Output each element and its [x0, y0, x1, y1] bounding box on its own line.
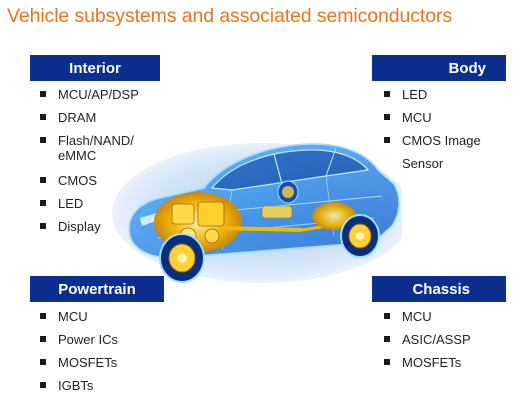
interior-list: MCU/AP/DSP DRAM Flash/NAND/ eMMC CMOS LE…	[38, 87, 168, 242]
bullet-icon	[40, 382, 46, 388]
list-item: CMOS Image	[382, 133, 512, 156]
list-item: MCU	[382, 110, 512, 133]
list-item-label: DRAM	[58, 110, 97, 125]
chassis-header-label: Chassis	[412, 280, 470, 298]
list-item-label: Power ICs	[58, 332, 118, 347]
bullet-icon	[384, 114, 390, 120]
body-header: Body	[372, 55, 506, 81]
list-item: MCU	[382, 309, 512, 332]
body-header-label: Body	[448, 59, 487, 77]
rear-wheel-far-icon	[277, 180, 299, 204]
list-item: IGBTs	[38, 378, 168, 401]
chassis-header: Chassis	[372, 276, 506, 302]
bullet-icon	[40, 359, 46, 365]
interior-header-label: Interior	[69, 59, 121, 77]
bullet-icon	[40, 137, 46, 143]
list-item-label: LED	[402, 87, 428, 102]
chassis-list: MCU ASIC/ASSP MOSFETs	[382, 309, 512, 378]
list-item-label: MCU	[402, 110, 432, 125]
powertrain-header: Powertrain	[30, 276, 164, 302]
interior-header: Interior	[30, 55, 160, 81]
list-item: ASIC/ASSP	[382, 332, 512, 355]
list-item: MCU/AP/DSP	[38, 87, 168, 110]
list-item: MOSFETs	[38, 355, 168, 378]
list-item-label: MCU	[58, 309, 88, 324]
body-list: LED MCU CMOS Image Sensor	[382, 87, 512, 179]
list-item-label: LED	[58, 196, 84, 211]
list-item: DRAM	[38, 110, 168, 133]
bullet-icon	[40, 313, 46, 319]
list-item-label: ASIC/ASSP	[402, 332, 471, 347]
rear-wheel-icon	[340, 214, 380, 258]
powertrain-list: MCU Power ICs MOSFETs IGBTs	[38, 309, 168, 401]
bullet-icon	[40, 200, 46, 206]
bullet-icon	[40, 114, 46, 120]
list-item-label: MOSFETs	[58, 355, 118, 370]
powertrain-header-label: Powertrain	[58, 280, 136, 298]
list-item-label: Flash/NAND/ eMMC	[58, 133, 134, 163]
list-item: LED	[38, 196, 168, 219]
list-item: Sensor	[382, 156, 512, 179]
bullet-icon	[40, 336, 46, 342]
bullet-icon	[384, 313, 390, 319]
list-item-label: CMOS	[58, 173, 97, 188]
list-item: Power ICs	[38, 332, 168, 355]
bullet-icon	[384, 336, 390, 342]
list-item-label: IGBTs	[58, 378, 94, 393]
list-item: MCU	[38, 309, 168, 332]
list-item-label: Display	[58, 219, 101, 234]
bullet-icon	[40, 91, 46, 97]
list-item: MOSFETs	[382, 355, 512, 378]
bullet-icon	[384, 91, 390, 97]
list-item: Display	[38, 219, 168, 242]
bullet-icon	[40, 177, 46, 183]
list-item-label: MCU/AP/DSP	[58, 87, 139, 102]
list-item-label: Sensor	[402, 156, 444, 171]
list-item-label: CMOS Image	[402, 133, 481, 148]
list-item: CMOS	[38, 173, 168, 196]
list-item: Flash/NAND/ eMMC	[38, 133, 168, 173]
bullet-icon	[40, 223, 46, 229]
car-xray-icon	[112, 143, 402, 283]
list-item-label: MCU	[402, 309, 432, 324]
front-wheel-icon	[159, 233, 205, 283]
slide-title: Vehicle subsystems and associated semico…	[7, 5, 453, 27]
bullet-icon	[384, 137, 390, 143]
bullet-icon	[384, 359, 390, 365]
list-item: LED	[382, 87, 512, 110]
list-item-label: MOSFETs	[402, 355, 462, 370]
